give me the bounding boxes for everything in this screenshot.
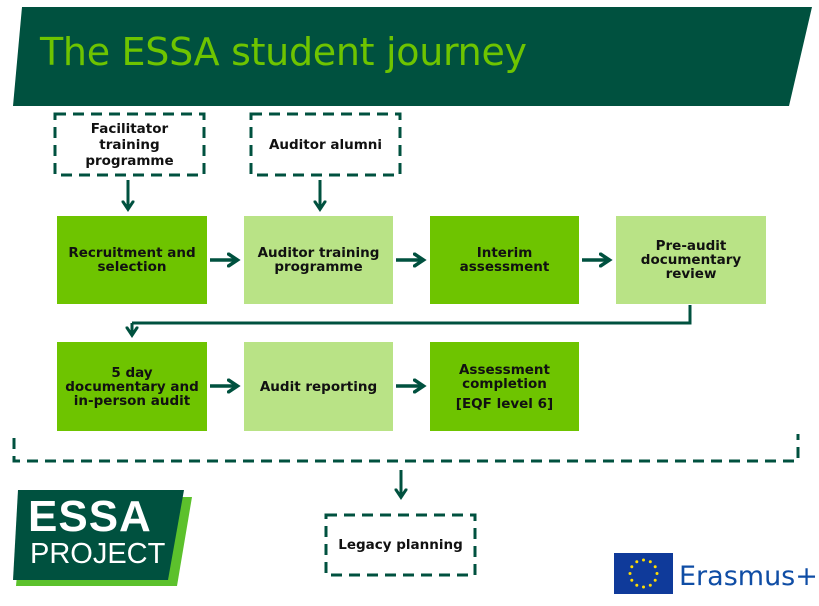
step-interim: Interim assessment (430, 216, 579, 304)
step-recruitment-line2: selection (97, 259, 167, 275)
eu-star-icon (648, 560, 652, 564)
step-interim-line2: assessment (459, 259, 550, 275)
step-auditor-training-line1: Auditor training (257, 245, 380, 261)
connector-preaudit-to-audit (132, 305, 692, 325)
eu-star-icon (628, 572, 632, 575)
step-auditor-training-line2: programme (274, 259, 363, 275)
eu-star-icon (653, 565, 657, 569)
output-box-legacy: Legacy planning (326, 515, 475, 575)
step-completion-line2: completion (462, 375, 547, 392)
step-reporting-label: Audit reporting (259, 378, 378, 395)
logo-background (13, 490, 184, 580)
eu-star-icon (635, 583, 639, 587)
page-title: The ESSA student journey (40, 30, 527, 74)
step-pre-audit-line1: Pre-audit (655, 238, 727, 254)
step-completion: Assessment completion [EQF level 6] (430, 342, 579, 431)
input-box-facilitator-border (53, 112, 206, 177)
step-completion-eqf: [EQF level 6] (455, 395, 554, 412)
erasmus-plus-label: Erasmus+ (679, 561, 818, 592)
eu-star-icon (653, 578, 657, 582)
eu-flag-icon (614, 553, 673, 594)
input-box-facilitator-label: Facilitator training programme (85, 120, 174, 169)
step-reporting: Audit reporting (244, 342, 393, 431)
step-recruitment-line1: Recruitment and (68, 245, 196, 261)
step-audit: 5 day documentary and in-person audit (57, 342, 207, 431)
title-banner (13, 7, 812, 106)
step-audit-line2: documentary and (65, 378, 199, 395)
eu-star-icon (642, 585, 645, 589)
step-recruitment: Recruitment and selection (57, 216, 207, 304)
eu-star-icon (642, 558, 645, 562)
logo-essa-text: ESSA (28, 492, 152, 541)
input-box-alumni: Auditor alumni (251, 114, 400, 175)
step-interim-line1: Interim (476, 245, 533, 261)
step-completion-line1: Assessment (458, 361, 551, 378)
input-box-facilitator: Facilitator training programme (55, 114, 204, 175)
step-pre-audit-line3: review (665, 266, 717, 282)
step-auditor-training: Auditor training programme (244, 216, 393, 304)
eu-star-icon (630, 565, 634, 569)
step-pre-audit: Pre-audit documentary review (616, 216, 766, 304)
eu-star-icon (630, 578, 634, 582)
eu-star-icon (648, 583, 652, 587)
step-pre-audit-line2: documentary (640, 252, 742, 268)
output-box-legacy-label: Legacy planning (338, 537, 463, 553)
bracket-dashed (12, 434, 800, 463)
output-box-legacy-border (324, 513, 477, 577)
logo-project-text: PROJECT (30, 538, 166, 570)
input-box-alumni-border (249, 112, 402, 177)
eu-star-icon (655, 572, 659, 575)
step-audit-line3: in-person audit (73, 392, 191, 409)
input-box-alumni-label: Auditor alumni (268, 136, 383, 153)
eu-star-icon (635, 560, 639, 564)
step-audit-line1: 5 day (111, 364, 153, 381)
